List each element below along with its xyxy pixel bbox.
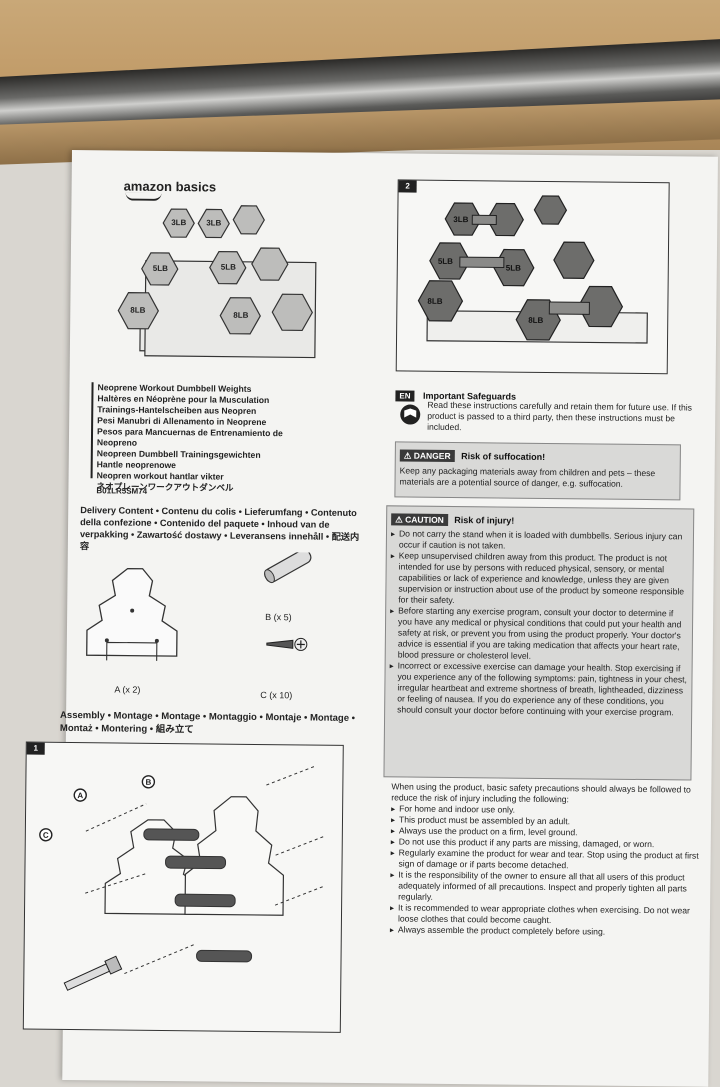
figure-1-box: 1 A B C xyxy=(22,741,344,1033)
callout-a: A xyxy=(77,791,83,800)
dumbbell-label: 8LB xyxy=(233,311,248,320)
parts-illustration xyxy=(86,550,312,661)
language-badge: EN xyxy=(395,390,415,402)
safeguards-intro: Read these instructions carefully and re… xyxy=(427,399,693,433)
danger-tag-text: DANGER xyxy=(413,450,451,461)
caution-item: Before starting any exercise program, co… xyxy=(390,605,689,663)
caution-item: Do not carry the stand when it is loaded… xyxy=(391,528,689,553)
loaded-stand-illustration: 3LB 5LB 5LB 8LB 8LB xyxy=(417,195,648,344)
caution-box: ⚠ CAUTION Risk of injury! Do not carry t… xyxy=(383,505,695,781)
dumbbell-label: 8LB xyxy=(130,306,145,315)
assembly-diagram: A B C xyxy=(39,765,327,991)
caution-item: Keep unsupervised children away from thi… xyxy=(390,550,689,608)
general-item: Always assemble the product completely b… xyxy=(390,924,710,938)
amazon-basics-logo: amazon basics xyxy=(124,179,216,201)
caution-title: Risk of injury! xyxy=(454,515,515,526)
part-b-label: B (x 5) xyxy=(265,612,292,623)
general-item: It is the responsibility of the owner to… xyxy=(390,869,710,905)
caution-tag: ⚠ CAUTION xyxy=(391,513,448,526)
callout-b: B xyxy=(145,778,151,787)
dumbbell-label: 5LB xyxy=(153,264,168,273)
part-a-label: A (x 2) xyxy=(114,684,141,695)
caution-tag-text: CAUTION xyxy=(405,514,444,525)
instruction-sheet: amazon basics 3LB 3LB 5LB 5LB 8LB 8LB xyxy=(22,150,718,1087)
caution-item: Incorrect or excessive exercise can dama… xyxy=(389,660,688,718)
danger-tag: ⚠ DANGER xyxy=(399,449,455,463)
dumbbell-label: 3LB xyxy=(206,218,221,227)
callout-c: C xyxy=(43,831,49,840)
read-manual-icon xyxy=(400,404,421,425)
caution-list: Do not carry the stand when it is loaded… xyxy=(385,527,693,719)
delivery-content-heading: Delivery Content • Contenu du colis • Li… xyxy=(79,505,360,552)
dumbbell-label: 5LB xyxy=(506,264,521,273)
general-precautions: When using the product, basic safety pre… xyxy=(390,781,712,938)
dumbbell-label: 8LB xyxy=(528,316,543,325)
dumbbell-label: 5LB xyxy=(221,263,236,272)
product-illustration: 3LB 3LB 5LB 5LB 8LB 8LB xyxy=(117,205,317,359)
figure-2-box: 2 3LB 5LB 5LB xyxy=(395,179,670,375)
title-bar xyxy=(90,382,94,479)
dumbbell-label: 5LB xyxy=(438,257,453,266)
dumbbell-label: 8LB xyxy=(427,297,442,306)
dumbbell-label: 3LB xyxy=(171,218,186,227)
assembly-heading: Assembly • Montage • Montage • Montaggio… xyxy=(59,709,356,735)
danger-box: ⚠ DANGER Risk of suffocation! Keep any p… xyxy=(394,441,681,501)
model-number: B01LR5SM74 xyxy=(96,486,148,496)
part-c-label: C (x 10) xyxy=(260,690,293,701)
dumbbell-label: 3LB xyxy=(453,215,468,224)
danger-text: Keep any packaging materials away from c… xyxy=(399,465,656,489)
product-titles: Neoprene Workout Dumbbell Weights Haltèr… xyxy=(90,382,347,495)
general-list: For home and indoor use only. This produ… xyxy=(390,803,711,938)
danger-title: Risk of suffocation! xyxy=(461,451,546,462)
